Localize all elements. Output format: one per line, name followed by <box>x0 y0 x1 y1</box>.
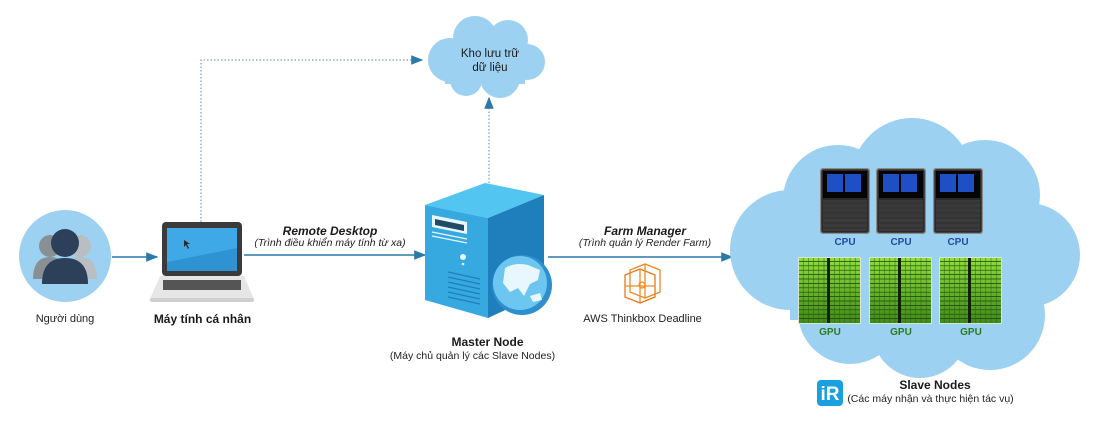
gpu-icon <box>798 257 861 324</box>
remote-desktop-subtitle: (Trình điều khiển máy tính từ xa) <box>254 237 406 249</box>
cpu-label: CPU <box>890 237 912 248</box>
storage-label-line2: dữ liệu <box>472 62 508 74</box>
ir-logo-icon: iR <box>817 380 843 406</box>
deadline-cube-icon <box>624 263 661 304</box>
remote-desktop-title: Remote Desktop <box>282 224 378 238</box>
storage-label: Kho lưu trữ dữ liệu <box>440 47 540 75</box>
cpu-icon <box>875 167 927 235</box>
gpu-icon <box>939 257 1002 324</box>
cpu-chip <box>875 167 927 239</box>
cpu-label: CPU <box>834 237 856 248</box>
gpu-icon <box>869 257 932 324</box>
farm-manager-title: Farm Manager <box>603 224 687 238</box>
deadline-label: AWS Thinkbox Deadline <box>583 313 702 325</box>
storage-cloud-icon <box>428 16 545 98</box>
laptop-to-storage-connector <box>200 55 424 222</box>
gpu-chip <box>869 257 932 329</box>
slave-nodes-subtitle: (Các máy nhận và thực hiện tác vụ) <box>847 393 1014 405</box>
cpu-icon <box>932 167 984 235</box>
master-node-title: Master Node <box>451 335 524 349</box>
cpu-chip <box>932 167 984 239</box>
cpu-label: CPU <box>947 237 969 248</box>
laptop-label: Máy tính cá nhân <box>153 312 252 326</box>
gpu-label: GPU <box>960 327 982 338</box>
users-icon <box>19 210 111 302</box>
gpu-chip <box>798 257 861 329</box>
server-globe-icon <box>425 183 552 318</box>
master-node-subtitle: (Máy chủ quản lý các Slave Nodes) <box>389 350 556 362</box>
user-label: Người dùng <box>35 313 95 325</box>
gpu-label: GPU <box>890 327 912 338</box>
storage-label-line1: Kho lưu trữ <box>460 48 520 60</box>
gpu-chip <box>939 257 1002 329</box>
slave-nodes-title: Slave Nodes <box>899 378 971 392</box>
cpu-chip <box>819 167 871 239</box>
cpu-icon <box>819 167 871 235</box>
slave-cloud-icon <box>730 118 1080 378</box>
svg-text:iR: iR <box>821 384 840 405</box>
farm-manager-subtitle: (Trình quản lý Render Farm) <box>578 237 712 249</box>
gpu-label: GPU <box>819 327 841 338</box>
laptop-icon <box>150 222 254 302</box>
